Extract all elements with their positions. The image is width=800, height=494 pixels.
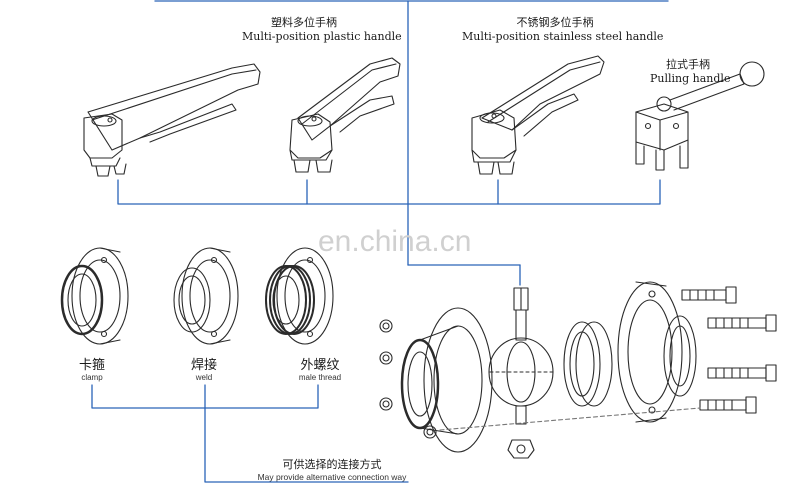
pulling-handle-label: 拉式手柄 Pulling handle — [650, 56, 731, 85]
clamp-label: 卡箍 clamp — [62, 354, 122, 382]
plastic-handle-en: Multi-position plastic handle — [242, 30, 402, 43]
clamp-connection-drawing — [60, 247, 129, 345]
ball-stem-drawing — [488, 287, 554, 459]
stainless-handle-drawing — [471, 55, 605, 175]
clamp-en: clamp — [81, 373, 103, 382]
weld-zh: 焊接 — [190, 358, 217, 373]
thread-label: 外螺纹 male thread — [280, 354, 360, 382]
clamp-zh: 卡箍 — [78, 358, 105, 373]
assembly-axis — [439, 407, 701, 431]
plastic-handle-short-drawing — [289, 57, 401, 173]
valve-body-left-drawing — [379, 307, 493, 453]
pulling-handle-zh: 拉式手柄 — [666, 58, 710, 71]
caption-en: May provide alternative connection way — [257, 472, 407, 482]
thread-en: male thread — [298, 373, 342, 382]
thread-zh: 外螺纹 — [300, 358, 340, 373]
thread-connection-drawing — [265, 247, 334, 345]
weld-label: 焊接 weld — [174, 354, 234, 382]
connector-lines — [91, 0, 669, 483]
stainless-handle-zh: 不锈钢多位手柄 — [516, 16, 594, 29]
connection-caption: 可供选择的连接方式 May provide alternative connec… — [242, 456, 422, 482]
plastic-handle-label: 塑料多位手柄 Multi-position plastic handle — [242, 14, 402, 43]
weld-en: weld — [195, 373, 213, 382]
valve-body-right-drawing — [617, 281, 697, 423]
seat-ring-drawing — [563, 321, 613, 407]
plastic-handle-zh: 塑料多位手柄 — [271, 16, 337, 29]
watermark-text: en.china.cn — [318, 225, 472, 258]
bolts-drawing — [681, 286, 777, 414]
stainless-handle-en: Multi-position stainless steel handle — [462, 30, 664, 43]
caption-zh: 可供选择的连接方式 — [282, 458, 382, 471]
plastic-handle-long-drawing — [83, 63, 261, 177]
pulling-handle-drawing — [635, 61, 765, 171]
pulling-handle-en: Pulling handle — [650, 72, 731, 85]
weld-connection-drawing — [173, 247, 239, 345]
stainless-handle-label: 不锈钢多位手柄 Multi-position stainless steel h… — [462, 14, 664, 43]
